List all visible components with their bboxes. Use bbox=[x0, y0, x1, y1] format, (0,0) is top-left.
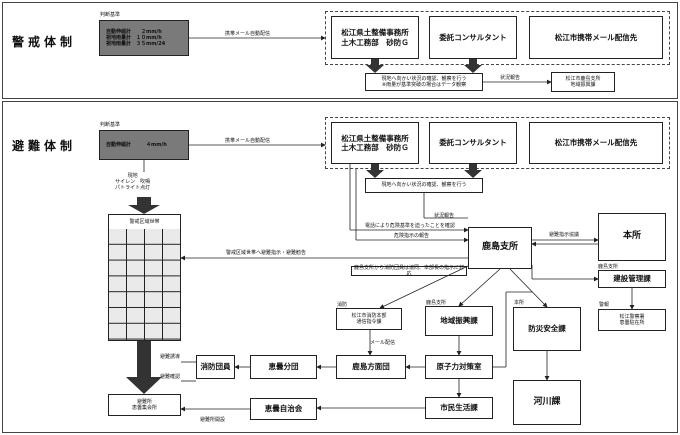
hinan-city-mail: 松江市携帯メール配信先 bbox=[529, 122, 663, 164]
keikai-title: 警戒体制 bbox=[12, 35, 77, 49]
evac-induce-label: 避難誘導 bbox=[160, 354, 181, 360]
kashima-support-box: 鹿島支所から消防団員は協同、本部長の指示に対応 bbox=[351, 265, 467, 277]
hinan-check-box: 現地へ向かい状況の確認、観察を行う bbox=[365, 178, 483, 193]
warning-zone-box: 警戒区域世帯 bbox=[108, 214, 181, 341]
evac-confirm-label: 避難確認 bbox=[160, 374, 181, 380]
hinan-instruct-label: 危険指示の報告 bbox=[394, 233, 430, 239]
warning-order-label: 警戒区域世帯へ避難指示・避難勧告 bbox=[226, 250, 307, 256]
hinan-auto-mail: 携帯メール自動配信 bbox=[225, 138, 271, 144]
kashima-label-2: 鹿島支所 bbox=[598, 264, 619, 270]
mail-label: メール配信 bbox=[370, 340, 396, 346]
keikai-rain-box: 自動伸縮計 ２mm/h 視地雨量計 １０mm/h 視地雨量計 ３５mm/24 bbox=[99, 20, 189, 56]
keikai-consultant: 委託コンサルタント bbox=[429, 16, 517, 59]
keikai-rain-line-1: 自動伸縮計 ２mm/h bbox=[106, 28, 162, 35]
hinan-criteria-label: 判断基準 bbox=[100, 122, 121, 128]
keikai-rain-line-3: 視地雨量計 ３５mm/24 bbox=[106, 41, 166, 48]
hinan-office: 松江県土整備事務所 土木工務部 砂防Ｇ bbox=[331, 122, 419, 164]
hinan-rain-line: 自動伸縮計 ４mm/h bbox=[106, 141, 167, 148]
kashima-branch-team-box: 鹿島方面団 bbox=[336, 355, 406, 379]
hinan-consultant: 委託コンサルタント bbox=[429, 122, 517, 164]
keikai-report-label: 状況報告 bbox=[500, 75, 521, 81]
hinan-title: 避難体制 bbox=[12, 139, 77, 153]
disaster-box: 防災安全課 bbox=[513, 307, 581, 351]
fire-label: 消防 bbox=[337, 302, 348, 308]
honsho-box: 本所 bbox=[598, 213, 666, 261]
fire-hq-box: 松江市消防本部 通信指令課 bbox=[336, 308, 402, 330]
keikai-office: 松江県土整備事務所 土木工務部 砂防Ｇ bbox=[331, 16, 419, 59]
keikai-shimane-branch: 松江市鹿島支所 地域振興課 bbox=[551, 72, 615, 92]
police-label: 警報 bbox=[599, 302, 610, 308]
hinan-report-label: 状況報告 bbox=[434, 213, 455, 219]
hinan-section bbox=[2, 101, 678, 433]
keikai-rain-line-2: 視地雨量計 １０mm/h bbox=[106, 34, 162, 41]
ebisu-self-box: 恵曇自治会 bbox=[250, 398, 317, 420]
shelter-box: 避難所 恵曇集会所 bbox=[108, 394, 181, 416]
police-box: 松江警察署 恵曇駐在所 bbox=[598, 309, 666, 331]
shelter-open-label: 避難所開設 bbox=[200, 417, 226, 423]
river-box: 河川課 bbox=[513, 380, 581, 425]
consult-label: 避難指示協議 bbox=[549, 232, 580, 238]
warning-zone-title: 警戒区域世帯 bbox=[109, 215, 180, 230]
kashima-branch-box: 鹿島支所 bbox=[468, 227, 532, 269]
keikai-city-mail: 松江市携帯メール配信先 bbox=[529, 16, 663, 59]
hinan-judge-label: 電話により危険基準を迫ったことを確認 bbox=[365, 223, 455, 229]
hinan-siren-text: 現地 サイレン 吹鳴 パトライト点灯 bbox=[115, 173, 151, 191]
region-promo-box: 地域振興課 bbox=[425, 306, 493, 336]
keikai-criteria-label: 判断基準 bbox=[100, 12, 121, 18]
keikai-check-box: 現地へ向かい状況の確認、観察を行う ※雨量が基準突破の場合はデータ観察 bbox=[365, 73, 483, 91]
keikai-section bbox=[2, 2, 678, 99]
fire-team-box: 消防団員 bbox=[196, 355, 235, 379]
hinan-rain-box: 自動伸縮計 ４mm/h bbox=[99, 130, 189, 160]
ebisu-branch-box: 恵曇分団 bbox=[250, 355, 317, 379]
civic-box: 市民生活課 bbox=[425, 397, 493, 419]
warning-zone-grid bbox=[109, 229, 180, 340]
honsho-label: 本所 bbox=[514, 300, 525, 306]
nuclear-box: 原子力対策室 bbox=[425, 355, 493, 379]
construction-box: 建設管理課 bbox=[598, 270, 666, 288]
keikai-auto-mail: 携帯メール自動配信 bbox=[225, 31, 271, 37]
